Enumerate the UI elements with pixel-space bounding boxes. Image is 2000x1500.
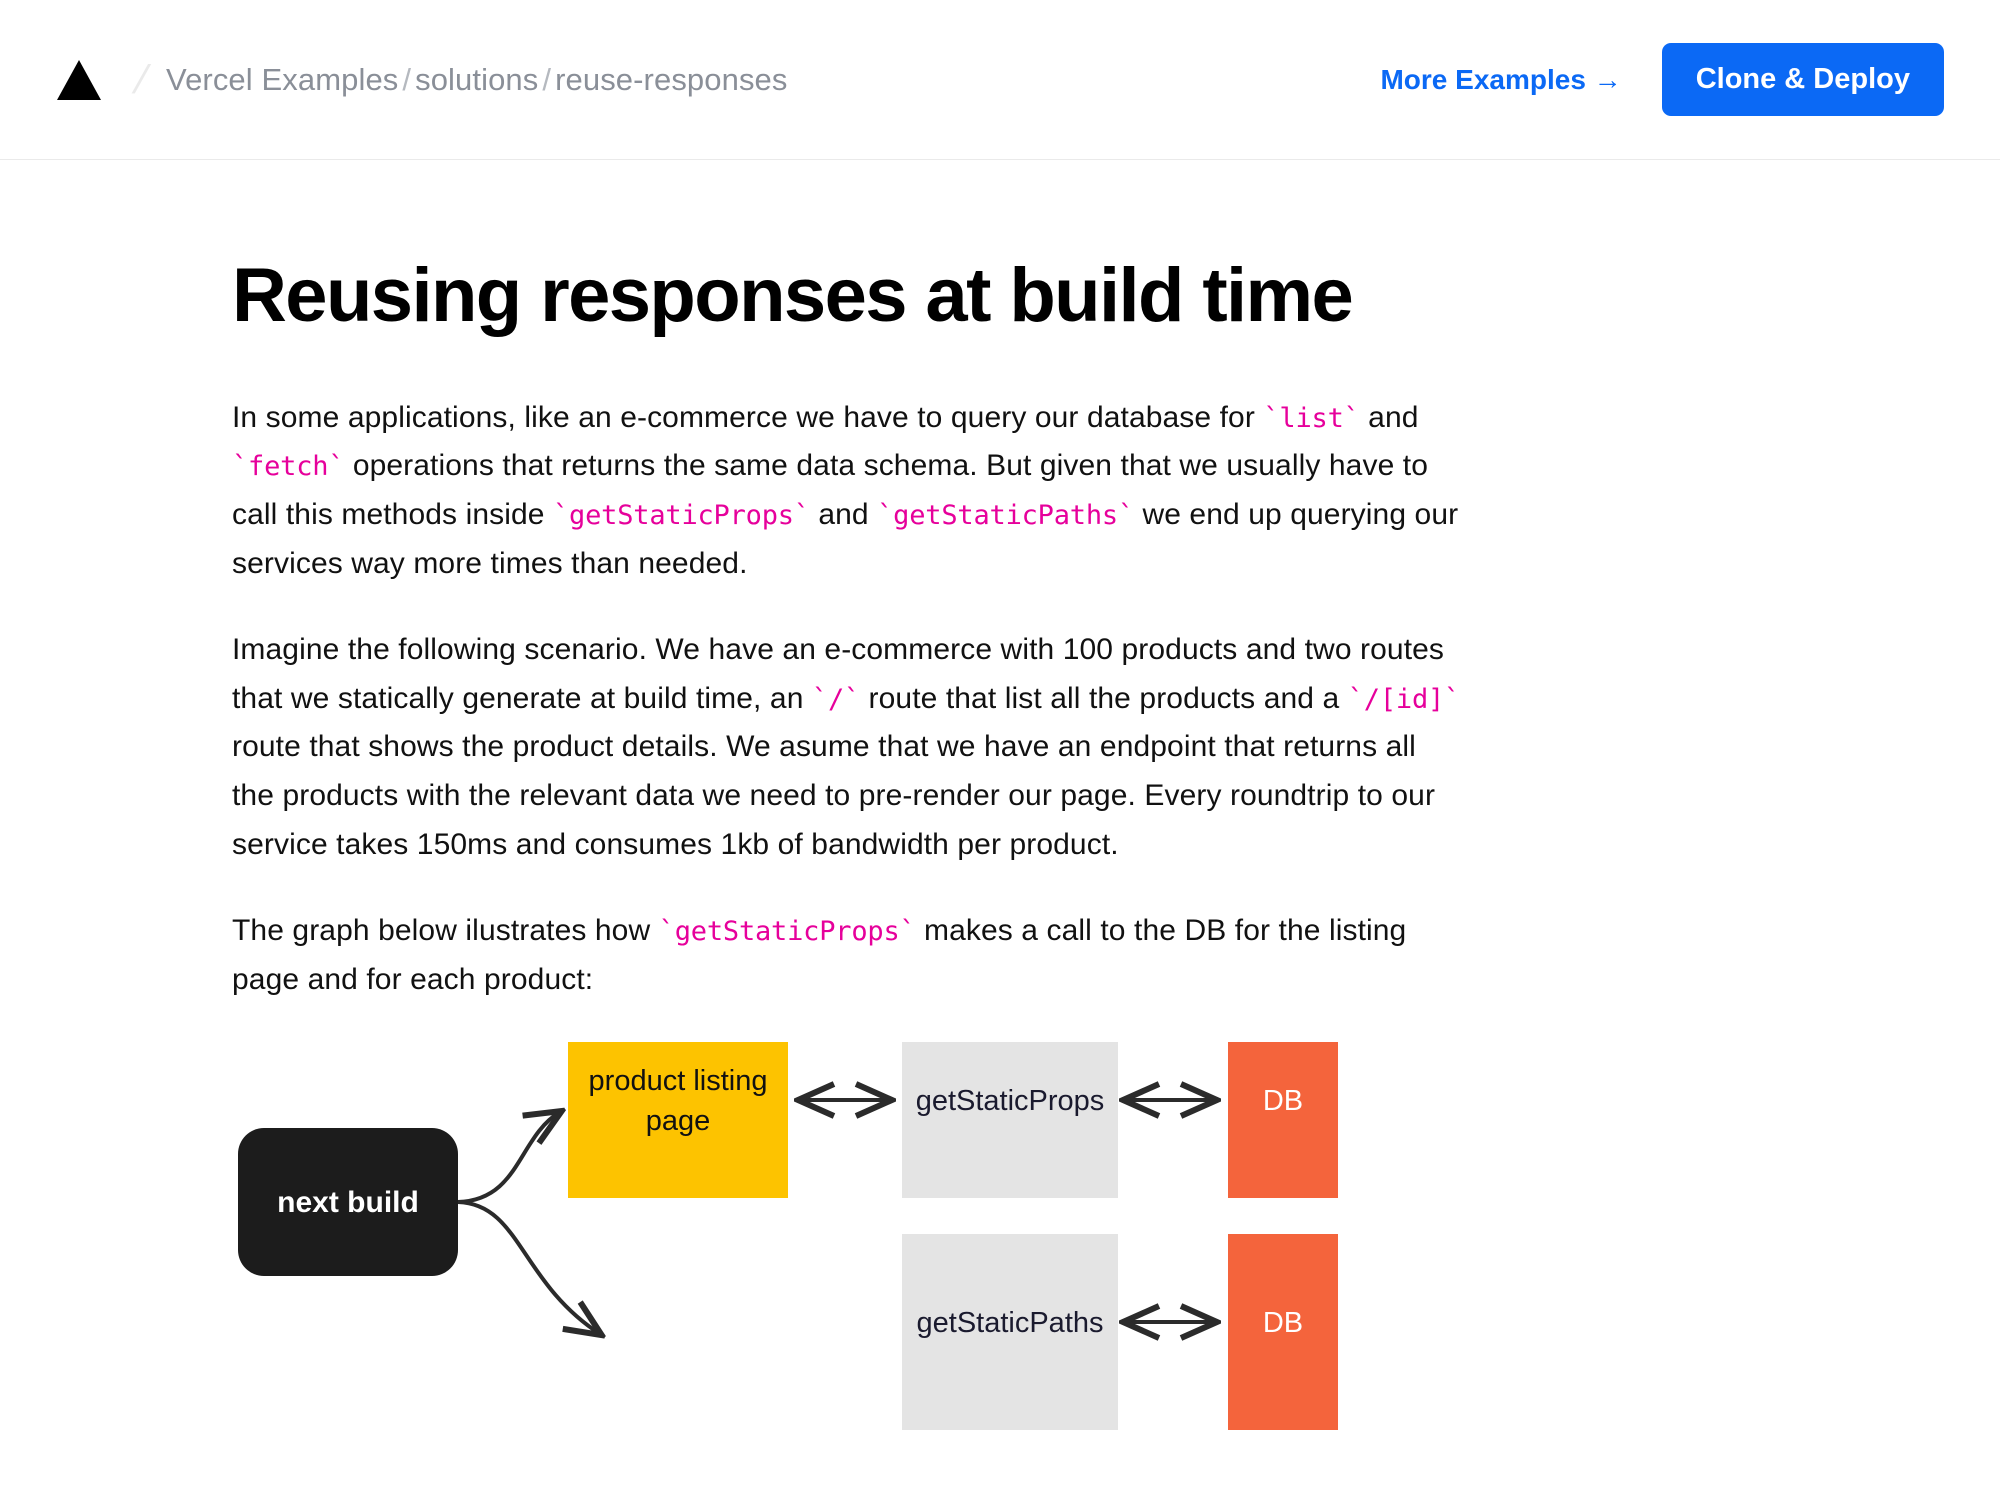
diagram-node-db-top: DB: [1228, 1042, 1338, 1199]
page-title: Reusing responses at build time: [232, 253, 1354, 338]
article-body: Reusing responses at build time In some …: [0, 160, 1800, 1462]
db-top-box: [1228, 1042, 1338, 1199]
diagram-node-get-static-paths: getStaticPaths: [902, 1234, 1118, 1431]
p2-text-3: route that shows the product details. We…: [232, 730, 1436, 861]
site-header: / Vercel Examples/solutions/reuse-respon…: [0, 0, 2000, 160]
edge-next-build-to-listing: [457, 1112, 560, 1205]
breadcrumb-item-root[interactable]: Vercel Examples: [166, 61, 399, 97]
clone-and-deploy-button[interactable]: Clone & Deploy: [1661, 43, 1944, 116]
header-left-group: / Vercel Examples/solutions/reuse-respon…: [56, 57, 788, 102]
paragraph-graph-intro: The graph below ilustrates how `getStati…: [232, 907, 1462, 1004]
p1-text-2: and: [1359, 400, 1419, 434]
breadcrumb-separator-2: /: [542, 61, 552, 97]
next-build-box: [238, 1128, 458, 1277]
db-top-label: DB: [1263, 1085, 1303, 1117]
p1-text-5: we end up querying our services way more…: [232, 497, 1459, 580]
more-examples-link[interactable]: More Examples →: [1380, 63, 1622, 95]
diagram-node-next-build: next build: [238, 1128, 458, 1277]
code-fetch: `fetch`: [232, 451, 345, 483]
logo-breadcrumb-divider: /: [129, 57, 153, 102]
edge-next-build-to-paths: [457, 1200, 600, 1334]
p3-text-1: The graph below ilustrates how: [232, 914, 659, 948]
p2-text-1: Imagine the following scenario. We have …: [232, 633, 1445, 715]
p1-text-4: and: [809, 497, 878, 531]
code-getstaticpaths-1: `getStaticPaths`: [877, 499, 1135, 531]
code-id-route: `/[id]`: [1347, 683, 1461, 715]
diagram-node-db-bottom: DB: [1228, 1234, 1338, 1431]
vercel-triangle-icon[interactable]: [56, 59, 102, 101]
code-getstaticprops-1: `getStaticProps`: [553, 499, 810, 531]
next-build-label: next build: [277, 1186, 419, 1219]
code-getstaticprops-2: `getStaticProps`: [658, 916, 916, 948]
get-static-props-box: [902, 1042, 1118, 1199]
p3-text-2: makes a call to the DB for the listing p…: [232, 914, 1407, 996]
diagram-canvas: next build product listing page getStati…: [238, 1042, 1338, 1431]
get-static-props-label: getStaticProps: [916, 1085, 1105, 1117]
breadcrumb-separator-1: /: [402, 61, 412, 97]
breadcrumb-item-current[interactable]: reuse-responses: [555, 61, 788, 97]
code-root-route: `/`: [811, 683, 861, 715]
db-bottom-box: [1228, 1234, 1338, 1431]
product-listing-page-label-line1: product listing: [589, 1065, 768, 1097]
p1-text-1: In some applications, like an e-commerce…: [232, 400, 1264, 434]
paragraph-intro: In some applications, like an e-commerce…: [232, 394, 1462, 588]
build-flow-diagram: next build product listing page getStati…: [0, 1042, 2000, 1462]
code-list: `list`: [1263, 402, 1360, 434]
get-static-paths-label: getStaticPaths: [917, 1307, 1104, 1339]
header-right-group: More Examples → Clone & Deploy: [1380, 43, 1944, 116]
paragraph-scenario: Imagine the following scenario. We have …: [232, 626, 1462, 869]
product-listing-page-box: [568, 1042, 788, 1199]
p1-text-3: operations that returns the same data sc…: [232, 449, 1429, 531]
get-static-paths-box: [902, 1234, 1118, 1431]
product-listing-page-label-line2: page: [646, 1105, 711, 1137]
breadcrumb: Vercel Examples/solutions/reuse-response…: [166, 62, 788, 98]
diagram-node-product-listing-page: product listing page: [568, 1042, 788, 1199]
diagram-node-get-static-props: getStaticProps: [902, 1042, 1118, 1199]
db-bottom-label: DB: [1263, 1307, 1303, 1339]
breadcrumb-item-solutions[interactable]: solutions: [415, 61, 539, 97]
p2-text-2: route that list all the products and a: [860, 681, 1348, 715]
